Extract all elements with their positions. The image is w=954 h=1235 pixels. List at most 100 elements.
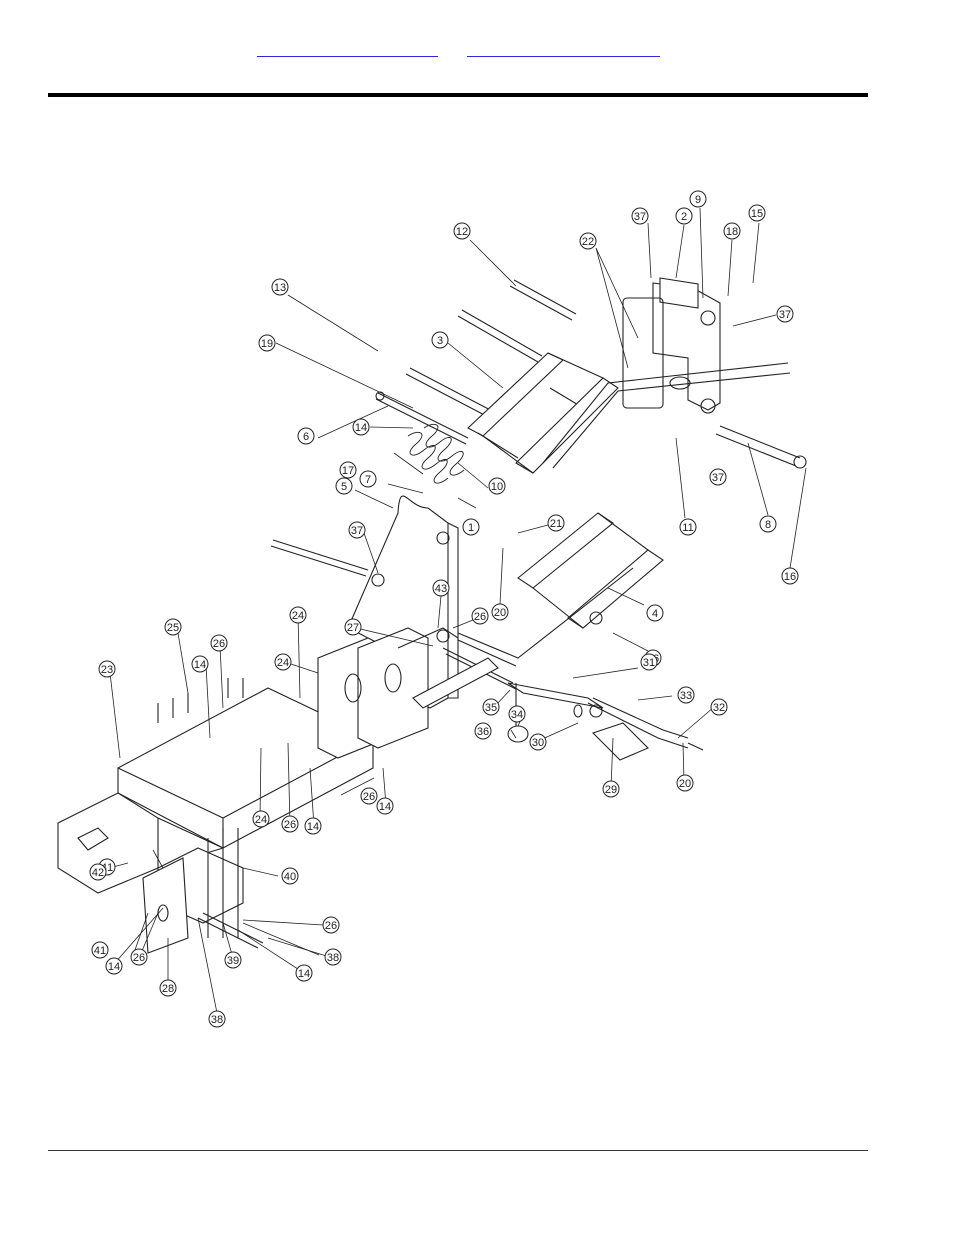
callout-10: 10 (489, 478, 505, 494)
callout-20: 20 (492, 604, 508, 620)
callout-number: 41 (94, 945, 106, 957)
callout-number: 37 (712, 472, 724, 484)
callout-number: 34 (511, 709, 523, 721)
callout-number: 26 (363, 791, 375, 803)
callout-25: 25 (165, 619, 181, 635)
callout-number: 8 (765, 519, 771, 531)
callout-number: 24 (255, 814, 267, 826)
footer-rule (48, 1150, 868, 1151)
callout-number: 37 (634, 211, 646, 223)
callout-11: 11 (680, 519, 696, 535)
callout-8: 8 (760, 516, 776, 532)
callout-number: 14 (307, 821, 319, 833)
callout-number: 21 (550, 518, 562, 530)
callout-14: 14 (296, 965, 312, 981)
header-link-2[interactable] (467, 44, 660, 57)
callout-14: 14 (106, 958, 122, 974)
callout-26: 26 (282, 816, 298, 832)
callout-number: 14 (298, 968, 310, 980)
callout-number: 20 (679, 778, 691, 790)
callout-42: 42 (90, 864, 106, 880)
callout-24: 24 (253, 811, 269, 827)
callout-37: 37 (632, 208, 648, 224)
callout-22: 22 (580, 233, 596, 249)
callout-27: 27 (345, 619, 361, 635)
callout-number: 39 (227, 955, 239, 967)
callout-number: 36 (477, 726, 489, 738)
callout-40: 40 (282, 868, 298, 884)
callout-number: 24 (277, 657, 289, 669)
callout-35: 35 (483, 699, 499, 715)
callout-14: 14 (377, 798, 393, 814)
callout-6: 6 (298, 428, 314, 444)
callout-16: 16 (782, 568, 798, 584)
callout-number: 26 (213, 638, 225, 650)
callout-1: 1 (463, 519, 479, 535)
callout-31: 31 (641, 654, 657, 670)
callout-23: 23 (99, 661, 115, 677)
callout-number: 14 (108, 961, 120, 973)
callout-number: 5 (341, 481, 347, 493)
callout-33: 33 (678, 687, 694, 703)
callout-number: 14 (379, 801, 391, 813)
callout-24: 24 (275, 654, 291, 670)
callout-26: 26 (472, 608, 488, 624)
callout-43: 43 (433, 580, 449, 596)
callout-number: 27 (347, 622, 359, 634)
callout-number: 26 (133, 952, 145, 964)
upper-assembly (271, 278, 806, 708)
callout-19: 19 (259, 335, 275, 351)
callout-number: 33 (680, 690, 692, 702)
callout-number: 7 (365, 474, 371, 486)
callout-number: 25 (167, 622, 179, 634)
parts-exploded-diagram: 3729151837122213319614177105111378162137… (48, 178, 838, 1036)
callout-number: 11 (682, 522, 693, 534)
callout-24: 24 (290, 607, 306, 623)
callout-41: 41 (92, 942, 108, 958)
callout-9: 9 (690, 191, 706, 207)
callout-37: 37 (349, 522, 365, 538)
callout-14: 14 (353, 419, 369, 435)
callout-number: 42 (92, 867, 104, 879)
callout-14: 14 (192, 656, 208, 672)
callout-number: 24 (292, 610, 304, 622)
callout-28: 28 (160, 980, 176, 996)
header-link-1[interactable] (257, 44, 438, 57)
callout-30: 30 (530, 734, 546, 750)
callout-32: 32 (711, 699, 727, 715)
callout-number: 14 (194, 659, 206, 671)
callout-number: 26 (284, 819, 296, 831)
callout-38: 38 (325, 949, 341, 965)
callout-number: 43 (435, 583, 447, 595)
callout-number: 20 (494, 607, 506, 619)
callout-number: 38 (327, 952, 339, 964)
callout-3: 3 (432, 332, 448, 348)
callout-number: 26 (474, 611, 486, 623)
callout-number: 3 (437, 335, 443, 347)
callout-37: 37 (777, 306, 793, 322)
callout-number: 1 (468, 522, 474, 534)
callout-number: 19 (261, 338, 273, 350)
callout-26: 26 (211, 635, 227, 651)
callout-39: 39 (225, 952, 241, 968)
callout-38: 38 (209, 1011, 225, 1027)
callout-number: 10 (491, 481, 503, 493)
callout-2: 2 (676, 208, 692, 224)
callout-number: 38 (211, 1014, 223, 1026)
callout-number: 22 (582, 236, 594, 248)
callout-26: 26 (361, 788, 377, 804)
callout-7: 7 (360, 471, 376, 487)
callout-number: 12 (456, 226, 468, 238)
callout-number: 17 (342, 465, 354, 477)
callout-number: 23 (101, 664, 113, 676)
callout-5: 5 (336, 478, 352, 494)
callout-4: 4 (647, 605, 663, 621)
callout-number: 35 (485, 702, 497, 714)
callout-26: 26 (323, 917, 339, 933)
callout-13: 13 (272, 279, 288, 295)
callout-number: 15 (751, 208, 763, 220)
callout-15: 15 (749, 205, 765, 221)
callout-number: 31 (643, 657, 655, 669)
callout-number: 37 (351, 525, 363, 537)
callout-12: 12 (454, 223, 470, 239)
